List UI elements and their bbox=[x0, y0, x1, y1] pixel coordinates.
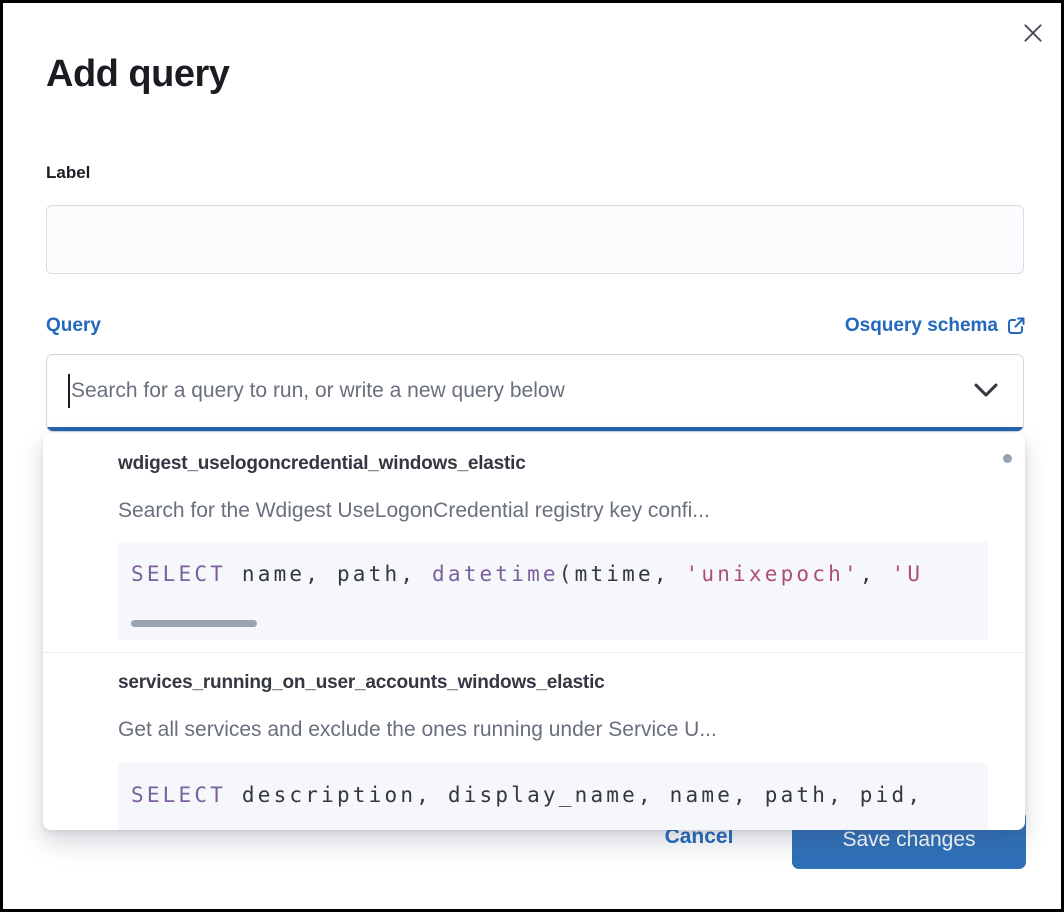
horizontal-scrollbar-thumb[interactable] bbox=[131, 620, 257, 627]
query-option-description: Get all services and exclude the ones ru… bbox=[118, 718, 717, 741]
chevron-down-icon[interactable] bbox=[973, 382, 999, 403]
query-option-code-block: SELECT name, path, datetime(mtime, 'unix… bbox=[118, 542, 988, 640]
query-option-wdigest[interactable]: wdigest_uselogoncredential_windows_elast… bbox=[43, 433, 1025, 640]
query-option-title: wdigest_uselogoncredential_windows_elast… bbox=[118, 453, 526, 474]
cancel-button[interactable]: Cancel bbox=[644, 809, 754, 865]
query-combobox-placeholder: Search for a query to run, or write a ne… bbox=[71, 379, 565, 402]
external-link-icon bbox=[1008, 317, 1025, 334]
focus-indicator-bar bbox=[47, 427, 1023, 431]
vertical-scrollbar-thumb[interactable] bbox=[1003, 454, 1012, 463]
modal-title: Add query bbox=[46, 53, 230, 95]
query-option-code-block: SELECT description, display_name, name, … bbox=[118, 763, 988, 830]
text-cursor bbox=[68, 374, 70, 408]
osquery-schema-link[interactable]: Osquery schema bbox=[845, 315, 1026, 337]
osquery-schema-link-label: Osquery schema bbox=[844, 315, 998, 336]
close-icon[interactable] bbox=[1017, 17, 1049, 49]
query-field-header: Query Osquery schema bbox=[46, 315, 1026, 337]
query-option-title: services_running_on_user_accounts_window… bbox=[118, 672, 605, 693]
query-combobox[interactable]: Search for a query to run, or write a ne… bbox=[46, 354, 1024, 432]
option-divider bbox=[43, 652, 1025, 653]
label-input[interactable] bbox=[46, 205, 1024, 274]
query-dropdown-panel: wdigest_uselogoncredential_windows_elast… bbox=[43, 433, 1025, 830]
label-field-label: Label bbox=[46, 163, 91, 182]
query-field-label: Query bbox=[46, 315, 101, 336]
query-option-description: Search for the Wdigest UseLogonCredentia… bbox=[118, 499, 710, 522]
query-option-services[interactable]: services_running_on_user_accounts_window… bbox=[43, 653, 1025, 830]
